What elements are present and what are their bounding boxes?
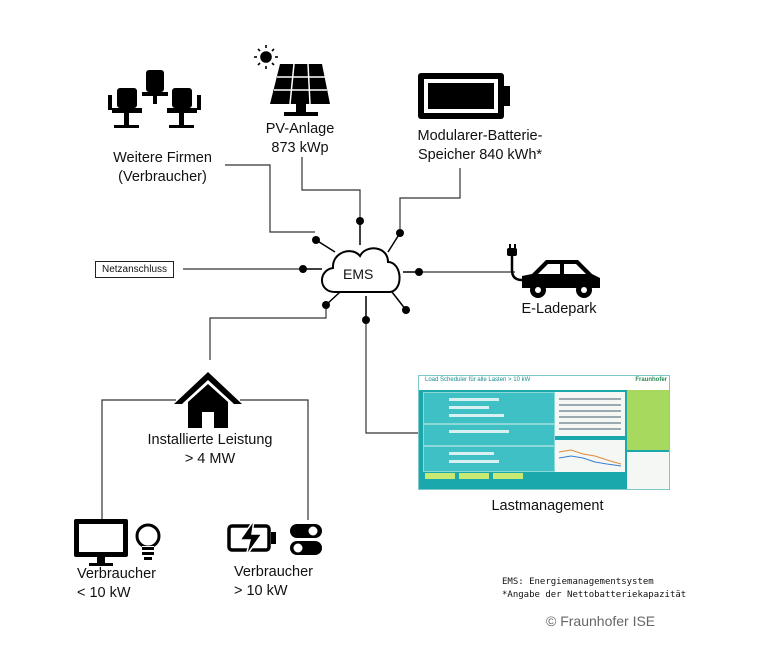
screenshot-header bbox=[419, 376, 669, 390]
screenshot-bar bbox=[449, 430, 509, 433]
label-installierte-leistung: Installierte Leistung bbox=[147, 432, 273, 448]
label-installierte-wert: > 4 MW bbox=[184, 451, 236, 467]
screenshot-table-row bbox=[559, 428, 621, 430]
screenshot-table-row bbox=[559, 416, 621, 418]
battery-charging-icon bbox=[227, 519, 276, 557]
screenshot-bar bbox=[449, 452, 494, 455]
label-batterie-line1: Modularer-Batterie- bbox=[417, 128, 543, 144]
ev-plug-icon bbox=[507, 244, 530, 282]
label-verbraucher-small: Verbraucher bbox=[77, 566, 156, 582]
screenshot-button bbox=[425, 473, 455, 479]
screenshot-chart bbox=[555, 440, 625, 472]
label-batterie-line2: Speicher 840 kWh* bbox=[417, 147, 543, 163]
label-verbraucher-large-value: > 10 kW bbox=[234, 583, 288, 599]
screenshot-button bbox=[459, 473, 489, 479]
line-house-left bbox=[101, 399, 176, 520]
line-pv bbox=[301, 157, 361, 220]
label-weitere-firmen: Weitere Firmen bbox=[113, 150, 212, 166]
screenshot-sidebar-lower bbox=[627, 452, 669, 489]
battery-icon bbox=[418, 73, 510, 119]
connector-lines bbox=[101, 157, 515, 520]
label-lastmanagement: Lastmanagement bbox=[491, 498, 604, 514]
screenshot-panel-1 bbox=[423, 392, 555, 424]
screenshot-bar bbox=[449, 460, 499, 463]
screenshot-sidebar bbox=[627, 390, 669, 450]
screenshot-panel-3 bbox=[423, 446, 555, 472]
copyright: © Fraunhofer ISE bbox=[546, 613, 656, 629]
screenshot-panel-2 bbox=[423, 424, 555, 446]
line-lm bbox=[365, 320, 418, 434]
screenshot-chart-lines bbox=[558, 449, 622, 467]
solar-panel-icon bbox=[270, 63, 330, 116]
screenshot-table-row bbox=[559, 410, 621, 412]
screenshot-bar bbox=[449, 406, 489, 409]
label-verbraucher-large: Verbraucher bbox=[234, 564, 313, 580]
monitor-icon bbox=[74, 519, 128, 566]
label-verbraucher-paren: (Verbraucher) bbox=[118, 169, 207, 185]
ems-label: EMS bbox=[343, 266, 374, 282]
line-house bbox=[209, 306, 327, 360]
switch-icon bbox=[290, 524, 322, 555]
office-chairs-icon bbox=[108, 70, 201, 128]
screenshot-table-row bbox=[559, 398, 621, 400]
line-firmen bbox=[225, 164, 315, 233]
screenshot-table-row bbox=[559, 404, 621, 406]
label-pv-anlage: PV-Anlage bbox=[265, 121, 335, 137]
screenshot-brand: Fraunhofer bbox=[635, 377, 667, 383]
sun-icon bbox=[254, 45, 278, 69]
label-e-ladepark: E-Ladepark bbox=[521, 301, 597, 317]
footnote-ems: EMS: Energiemanagementsystem bbox=[502, 577, 654, 587]
screenshot-title: Load Scheduler für alle Lasten > 10 kW bbox=[425, 377, 531, 383]
screenshot-bar bbox=[449, 398, 499, 401]
cloud-spokes bbox=[303, 221, 419, 320]
screenshot-button bbox=[493, 473, 523, 479]
netzanschluss-box: Netzanschluss bbox=[95, 261, 175, 278]
screenshot-bar bbox=[449, 414, 504, 417]
line-house-right bbox=[240, 399, 309, 520]
footnote-battery: *Angabe der Nettobatteriekapazität bbox=[502, 590, 687, 600]
line-battery bbox=[399, 168, 461, 233]
house-icon bbox=[174, 372, 242, 428]
screenshot-table-row bbox=[559, 422, 621, 424]
cloud-icon bbox=[321, 247, 401, 293]
label-pv-power: 873 kWp bbox=[271, 140, 329, 156]
car-icon bbox=[522, 260, 600, 298]
lastmanagement-screenshot: Load Scheduler für alle Lasten > 10 kW F… bbox=[418, 375, 670, 490]
label-verbraucher-small-value: < 10 kW bbox=[77, 585, 131, 601]
light-bulb-icon bbox=[135, 523, 161, 560]
